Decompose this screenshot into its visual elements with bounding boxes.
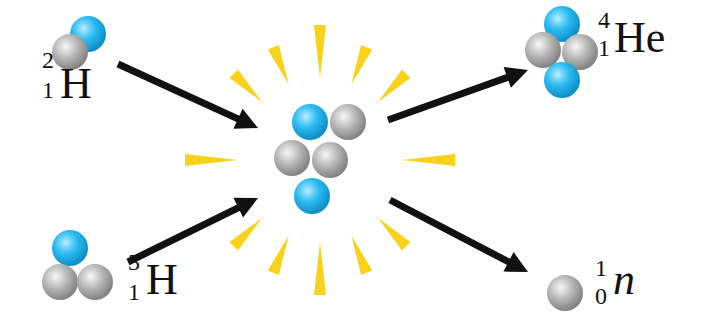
mass-number: 1 (595, 256, 607, 280)
neutron-sphere (274, 140, 310, 176)
arrow-shaft (388, 75, 513, 120)
energy-ray (229, 218, 262, 251)
reaction-arrow (118, 64, 258, 129)
arrow-shaft (390, 200, 514, 265)
mass-number: 3 (128, 250, 140, 274)
mass-number: 2 (42, 48, 54, 72)
neutron-sphere (42, 264, 78, 300)
particle-symbol: n (613, 258, 635, 302)
energy-ray (268, 45, 289, 84)
element-symbol: H (60, 62, 92, 106)
proton-sphere (294, 178, 330, 214)
proton-sphere (544, 62, 580, 98)
energy-ray (351, 236, 372, 275)
neutron-sphere (77, 264, 113, 300)
proton-sphere (52, 230, 88, 266)
arrow-head (233, 198, 258, 218)
energy-ray (402, 154, 455, 166)
atomic-number: 1 (598, 36, 610, 60)
energy-ray (378, 69, 411, 102)
neutron-sphere (312, 142, 348, 178)
reaction-arrow (128, 198, 258, 262)
energy-ray (268, 236, 289, 275)
element-symbol: H (146, 258, 178, 302)
arrow-head (503, 252, 528, 272)
reaction-arrow (390, 200, 528, 272)
mass-number: 4 (598, 8, 610, 32)
arrow-shaft (128, 205, 244, 262)
atomic-number: 1 (42, 78, 54, 102)
arrow-shaft (118, 64, 243, 121)
proton-sphere (292, 104, 328, 140)
atomic-number: 1 (128, 280, 140, 304)
energy-ray (351, 45, 372, 84)
reaction-arrow (388, 67, 528, 120)
neutron-sphere (330, 104, 366, 140)
arrow-head (504, 67, 528, 88)
neutron-sphere (547, 275, 583, 311)
energy-ray (314, 242, 326, 295)
element-symbol: He (614, 16, 665, 60)
neutron-sphere (525, 32, 561, 68)
energy-ray (378, 218, 411, 251)
energy-ray (314, 25, 326, 78)
arrow-head (233, 109, 258, 129)
energy-ray (185, 154, 238, 166)
energy-ray (229, 69, 262, 102)
atomic-number: 0 (595, 284, 607, 308)
